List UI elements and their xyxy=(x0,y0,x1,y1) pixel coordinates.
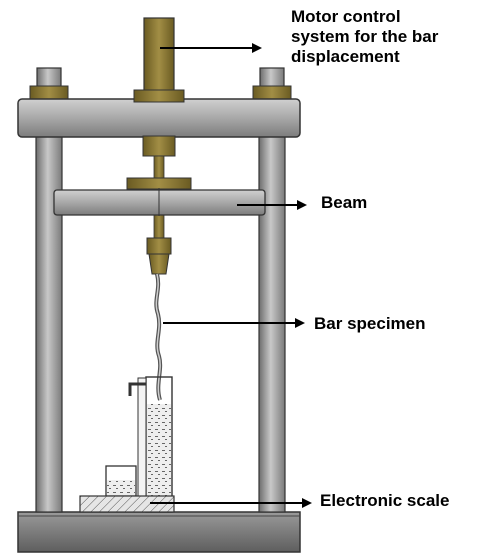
label-electronic-scale: Electronic scale xyxy=(320,491,450,510)
chuck-body xyxy=(146,237,172,255)
water-column-fill xyxy=(147,404,171,511)
motor-collar xyxy=(133,89,185,103)
overflow-spout xyxy=(128,382,146,396)
top-crossbar xyxy=(17,98,301,138)
beam-flange xyxy=(126,177,192,190)
motor-body xyxy=(143,17,175,97)
chuck-taper xyxy=(148,253,170,275)
inner-tube xyxy=(137,377,147,501)
base-plate xyxy=(17,511,301,553)
label-bar-specimen: Bar specimen xyxy=(314,314,426,333)
motor-lower-block xyxy=(142,135,176,157)
left-column xyxy=(35,131,63,513)
left-nut-top xyxy=(29,85,69,101)
label-motor-control: Motor control system for the bar displac… xyxy=(291,7,439,66)
collection-cup-fill xyxy=(107,480,135,495)
right-nut-top xyxy=(252,85,292,101)
label-beam: Beam xyxy=(321,193,368,212)
